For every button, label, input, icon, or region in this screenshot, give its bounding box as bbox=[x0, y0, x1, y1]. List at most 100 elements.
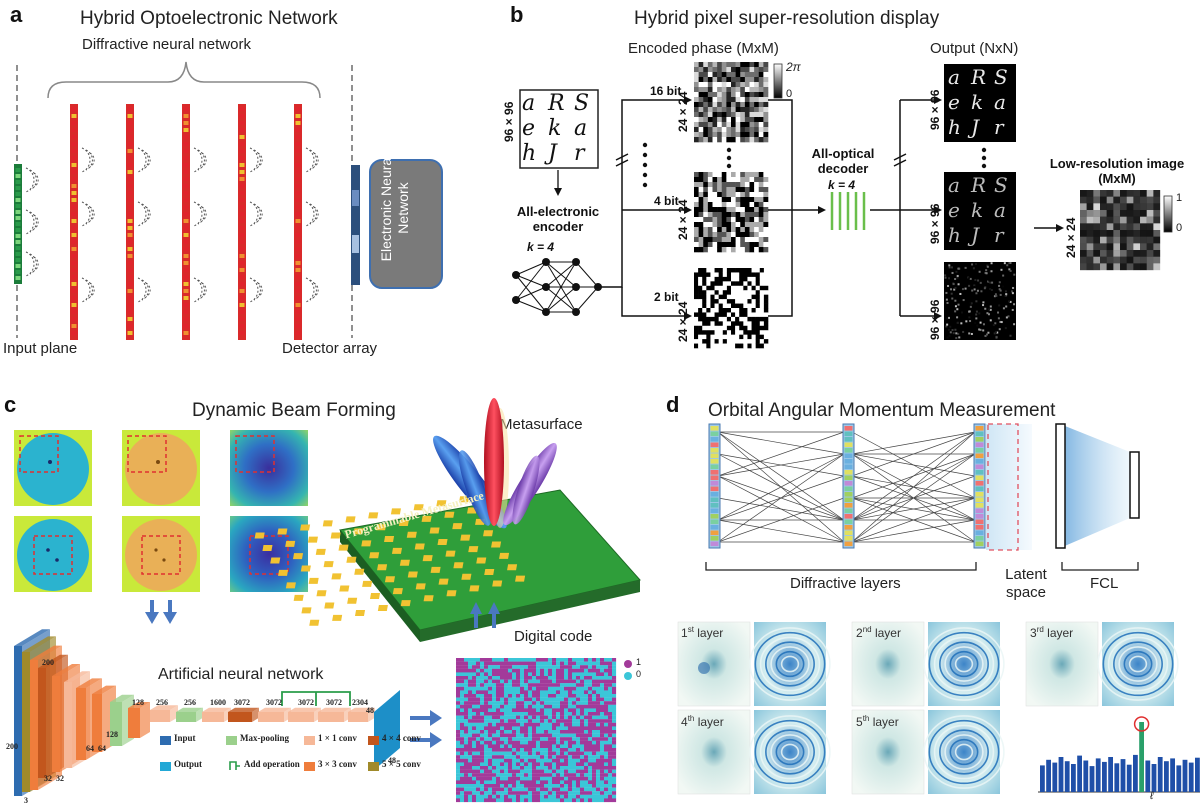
dim-label: 64 bbox=[98, 744, 106, 753]
oam-bar bbox=[1176, 765, 1182, 792]
dim-label: 3 bbox=[24, 796, 28, 805]
lobe-red bbox=[484, 398, 504, 526]
encoded-phase-label: Encoded phase (MxM) bbox=[628, 40, 779, 57]
bit-16-label: 16 bit bbox=[650, 84, 682, 98]
digital-code-grid bbox=[456, 658, 617, 803]
ann-label: Artificial neural network bbox=[158, 666, 324, 683]
layer-3-label: 3rd layer bbox=[1030, 625, 1074, 640]
encoder-network-icon bbox=[512, 258, 602, 316]
svg-text:S: S bbox=[994, 65, 1008, 89]
up-arrows bbox=[470, 602, 500, 628]
dnn-label: Diffractive neural network bbox=[82, 36, 251, 53]
fcl-beam bbox=[1060, 424, 1130, 548]
beam-map-3 bbox=[230, 430, 308, 506]
input-plane-label: Input plane bbox=[3, 340, 78, 357]
input-dots bbox=[15, 168, 21, 280]
svg-text:R: R bbox=[547, 91, 565, 116]
output-image-1 bbox=[944, 64, 1016, 142]
oam-bar bbox=[1089, 766, 1095, 792]
svg-text:J: J bbox=[544, 141, 558, 166]
svg-text:J: J bbox=[967, 223, 980, 247]
dim-label: 32 bbox=[44, 774, 52, 783]
fcl-label: FCL bbox=[1090, 575, 1119, 592]
panel-a-title: Hybrid Optoelectronic Network bbox=[80, 8, 338, 29]
dim-label: 3072 bbox=[266, 698, 282, 707]
svg-text:a: a bbox=[948, 65, 960, 89]
cnn-legend bbox=[160, 736, 379, 771]
output-noise bbox=[944, 262, 1016, 340]
svg-text:h: h bbox=[948, 115, 961, 139]
svg-text:r: r bbox=[994, 115, 1005, 139]
encoder-k-label: k = 4 bbox=[527, 240, 555, 254]
lowres-top-label: 1 bbox=[1176, 192, 1183, 204]
colorbar-top-label: 2π bbox=[786, 60, 801, 74]
output-label: Output (NxN) bbox=[930, 40, 1019, 57]
fcl-detector bbox=[1129, 451, 1140, 519]
panel-b-title: Hybrid pixel super-resolution display bbox=[634, 8, 940, 29]
layer-images bbox=[677, 621, 1179, 795]
oam-bar bbox=[1046, 759, 1051, 792]
metasurface-patches bbox=[254, 496, 526, 626]
decoder-plates bbox=[830, 192, 866, 230]
dim-label: 3072 bbox=[326, 698, 342, 707]
legend-label-1: 1 bbox=[636, 657, 642, 667]
svg-text:S: S bbox=[994, 173, 1008, 197]
svg-text:R: R bbox=[970, 173, 986, 197]
dim-label: 128 bbox=[106, 730, 118, 739]
oam-bar bbox=[1145, 760, 1151, 792]
panel-c-title: Dynamic Beam Forming bbox=[192, 400, 396, 421]
dim-label: 48 bbox=[388, 756, 396, 765]
oam-bar bbox=[1182, 759, 1188, 792]
oam-bar bbox=[1108, 757, 1113, 792]
dim-label: 64 bbox=[86, 744, 94, 753]
layer-2-label: 2nd layer bbox=[856, 625, 901, 640]
encoder-label: All-electronic encoder bbox=[516, 204, 600, 234]
phase-mosaic-2bit bbox=[694, 268, 769, 349]
svg-text:a: a bbox=[522, 91, 535, 116]
dim-label: 128 bbox=[132, 698, 144, 707]
svg-text:k: k bbox=[971, 90, 983, 114]
bit-4-label: 4 bit bbox=[654, 194, 679, 208]
oam-bar bbox=[1102, 761, 1107, 792]
svg-text:e: e bbox=[948, 198, 960, 222]
oam-bar bbox=[1077, 755, 1082, 792]
right-arrows bbox=[410, 710, 442, 748]
latent-space-region bbox=[986, 424, 1032, 550]
oam-bar bbox=[1095, 758, 1101, 792]
fcl-lens bbox=[1055, 423, 1066, 549]
panel-d-title: Orbital Angular Momentum Measurement bbox=[708, 400, 1056, 421]
oam-axis-label: ℓ bbox=[1150, 790, 1154, 802]
down-arrows bbox=[145, 600, 177, 624]
legend-3x3-label: 3 × 3 conv bbox=[318, 759, 357, 769]
panel-c-letter: c bbox=[4, 392, 17, 417]
phase-mosaic-16bit bbox=[694, 62, 769, 143]
lobe-purple-2 bbox=[512, 455, 540, 525]
legend-5x5-label: 5 × 5 conv bbox=[382, 759, 421, 769]
svg-text:a: a bbox=[948, 173, 960, 197]
colorbar-bottom-label: 0 bbox=[786, 88, 793, 100]
brace-shape bbox=[47, 61, 321, 99]
lowres-colorbar bbox=[1163, 195, 1173, 233]
oam-bar bbox=[1058, 757, 1064, 792]
legend-dot-0 bbox=[624, 672, 632, 680]
phase-mosaic-4bit bbox=[694, 172, 769, 253]
input-letters-box bbox=[519, 89, 599, 169]
dim-label: 3072 bbox=[298, 698, 314, 707]
layer-5-label: 5th layer bbox=[856, 714, 899, 729]
svg-text:R: R bbox=[970, 65, 986, 89]
svg-text:h: h bbox=[948, 223, 961, 247]
dim-label: 2304 bbox=[352, 698, 368, 707]
lobe-blue-2 bbox=[458, 450, 492, 526]
wave-ripples bbox=[25, 147, 319, 303]
detector-array-label: Detector array bbox=[282, 340, 378, 357]
decoder-k-label: k = 4 bbox=[828, 178, 856, 192]
add-operation-brackets bbox=[281, 691, 351, 706]
svg-text:h: h bbox=[522, 141, 536, 166]
dim-label: 256 bbox=[156, 698, 168, 707]
svg-text:k: k bbox=[971, 198, 983, 222]
cnn-blocks bbox=[14, 629, 375, 796]
